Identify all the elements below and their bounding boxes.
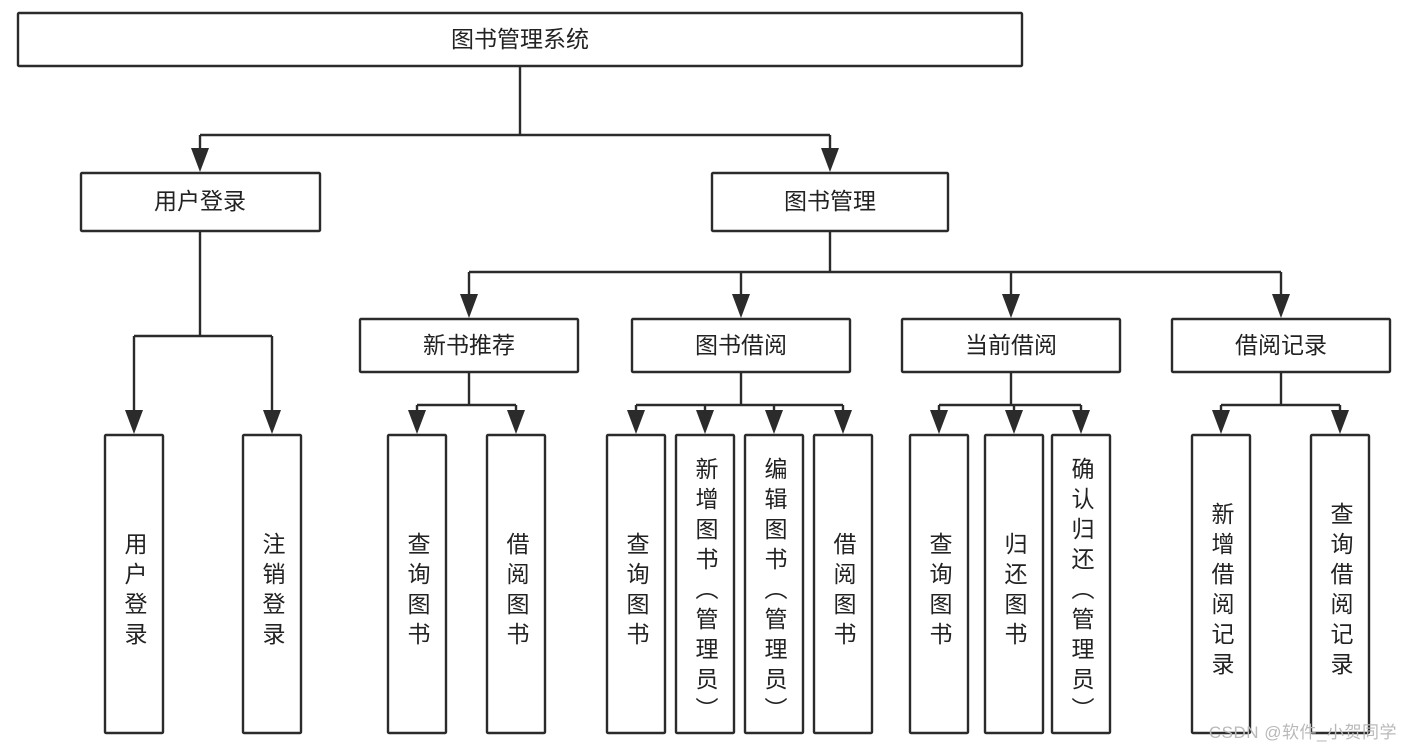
leaf-node-borrow-book-1-box[interactable] — [485, 433, 547, 735]
leaf-node-add-record-box[interactable] — [1190, 433, 1252, 735]
arrow-head-leaf-query-book-2 — [627, 410, 645, 434]
leaf-node-edit-book-box[interactable] — [743, 433, 805, 735]
leaf-node-query-book-2-box[interactable] — [605, 433, 667, 735]
leaf-node-query-book-2[interactable] — [605, 433, 667, 735]
node-book-borrow-label: 图书借阅 — [695, 332, 787, 358]
leaf-node-logout[interactable] — [241, 433, 303, 735]
leaf-node-borrow-book-2-box[interactable] — [812, 433, 874, 735]
node-user-login-label: 用户登录 — [154, 188, 246, 214]
node-new-book-recommend[interactable]: 新书推荐 — [358, 317, 580, 374]
arrow-head-leaf-query-book-3 — [930, 410, 948, 434]
node-borrow-record-box[interactable] — [1170, 317, 1392, 374]
leaf-node-user-login[interactable] — [103, 433, 165, 735]
node-borrow-record[interactable]: 借阅记录 — [1170, 317, 1392, 374]
arrow-head-leaf-user-login — [125, 410, 143, 434]
node-book-manage-box[interactable] — [710, 171, 950, 233]
node-book-manage[interactable]: 图书管理 — [710, 171, 950, 233]
arrow-head-book-manage — [821, 148, 839, 172]
node-book-manage-label: 图书管理 — [784, 188, 876, 214]
leaf-node-confirm-return-box[interactable] — [1050, 433, 1112, 735]
node-new-book-recommend-label: 新书推荐 — [423, 332, 515, 358]
connector-layer — [125, 66, 1349, 434]
node-current-borrow-box[interactable] — [900, 317, 1122, 374]
arrow-head-leaf-borrow-book-1 — [507, 410, 525, 434]
arrow-head-leaf-query-record — [1331, 410, 1349, 434]
node-user-login[interactable]: 用户登录 — [79, 171, 322, 233]
arrow-head-leaf-edit-book — [765, 410, 783, 434]
arrow-head-user-login — [191, 148, 209, 172]
node-current-borrow[interactable]: 当前借阅 — [900, 317, 1122, 374]
node-root-system[interactable]: 图书管理系统 — [16, 11, 1024, 68]
arrow-head-book-borrow — [732, 294, 750, 318]
arrow-head-leaf-add-record — [1212, 410, 1230, 434]
arrow-head-new-book-recommend — [460, 294, 478, 318]
node-current-borrow-label: 当前借阅 — [965, 332, 1057, 358]
leaf-node-add-record[interactable] — [1190, 433, 1252, 735]
leaf-node-query-book-3-box[interactable] — [908, 433, 970, 735]
leaf-node-edit-book[interactable] — [743, 433, 805, 735]
leaf-node-add-book-box[interactable] — [674, 433, 736, 735]
arrow-head-leaf-logout — [263, 410, 281, 434]
leaf-node-query-record[interactable] — [1309, 433, 1371, 735]
node-book-borrow[interactable]: 图书借阅 — [630, 317, 852, 374]
arrow-head-current-borrow — [1002, 294, 1020, 318]
arrow-head-leaf-borrow-book-2 — [834, 410, 852, 434]
leaf-node-query-book-1-box[interactable] — [386, 433, 448, 735]
leaf-node-query-book-1[interactable] — [386, 433, 448, 735]
leaf-node-borrow-book-2[interactable] — [812, 433, 874, 735]
node-root-system-box[interactable] — [16, 11, 1024, 68]
leaf-node-user-login-box[interactable] — [103, 433, 165, 735]
leaf-node-logout-box[interactable] — [241, 433, 303, 735]
leaf-node-query-book-3[interactable] — [908, 433, 970, 735]
leaf-node-return-book[interactable] — [983, 433, 1045, 735]
node-borrow-record-label: 借阅记录 — [1235, 332, 1327, 358]
node-book-borrow-box[interactable] — [630, 317, 852, 374]
arrow-head-borrow-record — [1272, 294, 1290, 318]
arrow-head-leaf-add-book — [696, 410, 714, 434]
leaf-node-return-book-box[interactable] — [983, 433, 1045, 735]
leaf-node-add-book[interactable] — [674, 433, 736, 735]
node-root-system-label: 图书管理系统 — [451, 26, 589, 52]
arrow-head-leaf-confirm-return — [1072, 410, 1090, 434]
arrow-head-leaf-return-book — [1005, 410, 1023, 434]
node-new-book-recommend-box[interactable] — [358, 317, 580, 374]
leaf-node-confirm-return[interactable] — [1050, 433, 1112, 735]
node-user-login-box[interactable] — [79, 171, 322, 233]
arrow-head-leaf-query-book-1 — [408, 410, 426, 434]
leaf-node-query-record-box[interactable] — [1309, 433, 1371, 735]
leaf-node-borrow-book-1[interactable] — [485, 433, 547, 735]
